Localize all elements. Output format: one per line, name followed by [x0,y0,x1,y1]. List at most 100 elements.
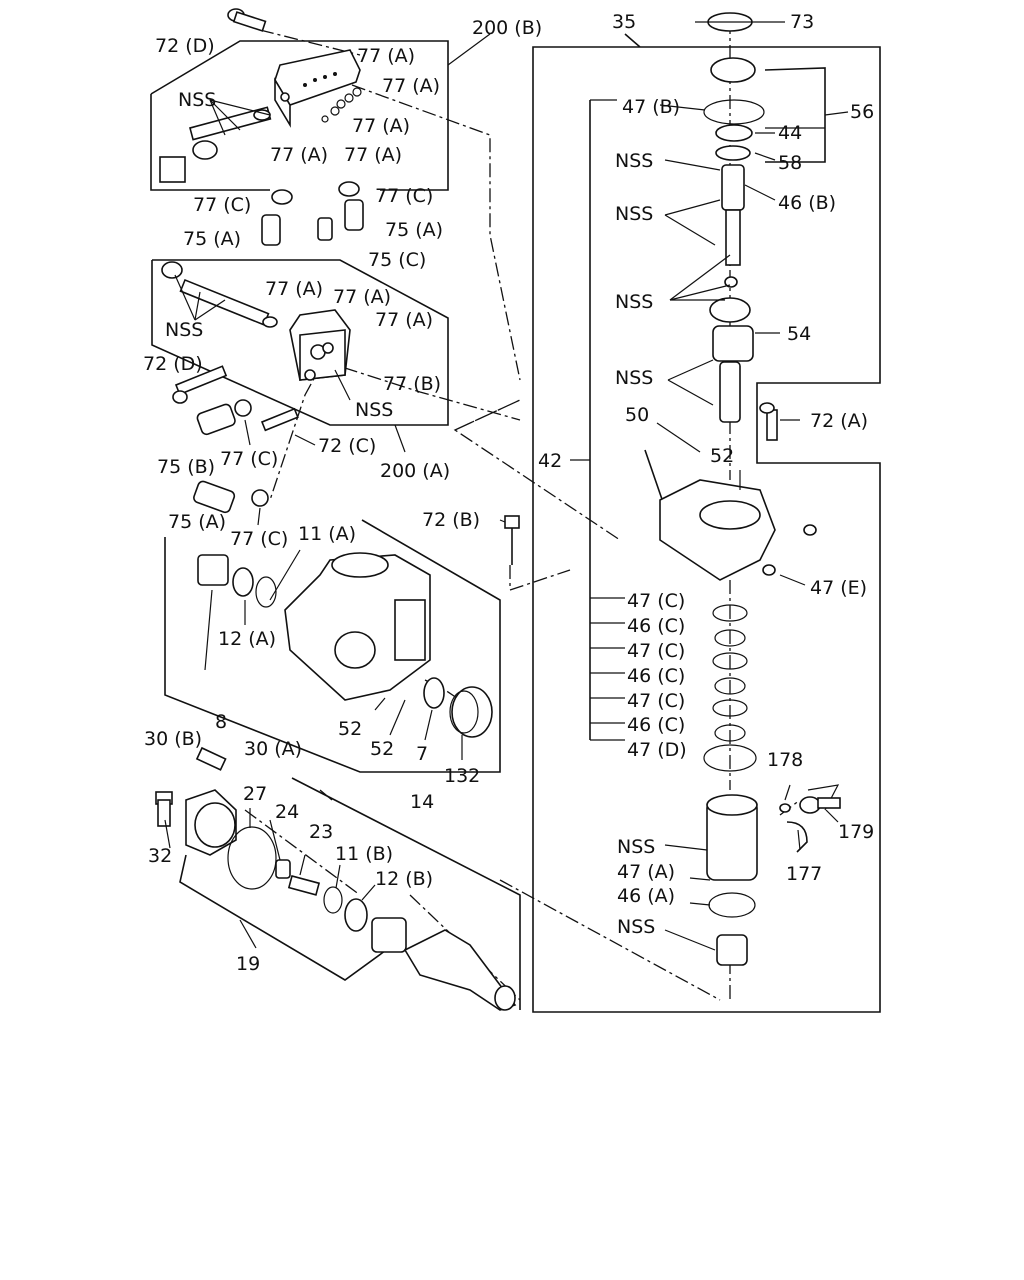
label-52-b: 52 [370,738,394,760]
label-56: 56 [850,101,874,123]
label-42: 42 [538,450,562,472]
label-46c-3: 46 (C) [627,714,685,736]
housing-50 [659,402,817,581]
label-54: 54 [787,323,811,345]
label-47a: 47 (A) [617,861,675,883]
fittings-75-lower [193,399,269,514]
housing-main [284,552,431,701]
label-77c-1: 77 (C) [193,194,251,216]
spool-lower [161,261,278,328]
label-77a-4: 77 (A) [270,144,328,166]
sector-shaft-14 [403,929,517,1011]
label-8: 8 [215,711,227,733]
label-52-top: 52 [710,445,734,467]
label-nss-bottom: NSS [617,916,655,938]
label-77a-8: 77 (A) [375,309,433,331]
label-47c-3: 47 (C) [627,690,685,712]
label-52-a: 52 [338,718,362,740]
label-nss-r1: NSS [615,203,653,225]
bolt-72b [504,515,520,565]
cover-19-and-adjusters [155,746,407,953]
label-47c-2: 47 (C) [627,640,685,662]
label-32: 32 [148,845,172,867]
label-75a-3: 75 (A) [168,511,226,533]
label-35: 35 [612,11,636,33]
label-200b: 200 (B) [472,17,542,39]
leader-lines [164,21,806,951]
valve-block-upper [274,49,361,128]
label-nss-block: NSS [355,399,393,421]
label-46c-2: 46 (C) [627,665,685,687]
label-44: 44 [778,122,802,144]
group-frame-35 [532,33,881,1013]
label-77a-2: 77 (A) [382,75,440,97]
fittings-75 [261,199,364,246]
label-nss-r2: NSS [615,291,653,313]
centerlines [244,20,801,1001]
label-200a: 200 (A) [380,460,450,482]
seal-7-and-132 [423,677,493,738]
label-73: 73 [790,11,814,33]
label-177: 177 [786,863,822,885]
label-19: 19 [236,953,260,975]
group-frame-19 [179,854,401,981]
label-nss-lower: NSS [617,836,655,858]
label-27: 27 [243,783,267,805]
label-50: 50 [625,404,649,426]
label-75a-2: 75 (A) [385,219,443,241]
label-7: 7 [416,743,428,765]
label-72d-mid: 72 (D) [143,353,203,375]
piston-lower [706,794,841,966]
label-nss-58: NSS [615,150,653,172]
label-72a: 72 (A) [810,410,868,432]
label-30a: 30 (A) [244,738,302,760]
rings-77c-upper [271,181,360,205]
label-178: 178 [767,749,803,771]
label-47c-1: 47 (C) [627,590,685,612]
label-11b: 11 (B) [335,843,393,865]
label-12a: 12 (A) [218,628,276,650]
label-72b: 72 (B) [422,509,480,531]
label-75b: 75 (B) [157,456,215,478]
label-24: 24 [275,801,299,823]
group-frame-200A [151,259,449,453]
bolts-72-lower [172,365,299,432]
label-11a: 11 (A) [298,523,356,545]
label-47e: 47 (E) [810,577,867,599]
label-77a-3: 77 (A) [352,115,410,137]
label-75c: 75 (C) [368,249,426,271]
group-frame-200B [150,33,491,191]
label-nss-top: NSS [178,89,216,111]
group-frame-42 [570,99,625,741]
label-nss-r3: NSS [615,367,653,389]
label-77a-7: 77 (A) [333,286,391,308]
label-58: 58 [778,152,802,174]
o-rings-77a-upper [321,87,362,123]
bolt-72d-top [227,8,267,32]
label-75a-1: 75 (A) [183,228,241,250]
label-23: 23 [309,821,333,843]
group-frame-8 [164,519,501,773]
label-77b: 77 (B) [383,373,441,395]
label-47d: 47 (D) [627,739,687,761]
label-46a: 46 (A) [617,885,675,907]
spool-upper [159,106,272,183]
label-46c-1: 46 (C) [627,615,685,637]
label-77a-5: 77 (A) [344,144,402,166]
label-47b: 47 (B) [622,96,680,118]
label-12b: 12 (B) [375,868,433,890]
label-77a-1: 77 (A) [357,45,415,67]
label-179: 179 [838,821,874,843]
label-72d-top: 72 (D) [155,35,215,57]
label-77c-4: 77 (C) [230,528,288,550]
ring-stack-47-46 [703,604,757,772]
label-77a-6: 77 (A) [265,278,323,300]
label-77c-2: 77 (C) [375,185,433,207]
labels: 72 (D) 200 (B) 35 73 NSS 77 (A) 77 (A) 7… [143,11,874,975]
bearing-8-and-ring-12a [197,554,277,608]
label-72c: 72 (C) [318,435,376,457]
group-frame-56 [764,67,849,163]
valve-block-lower [289,309,351,381]
label-77c-3: 77 (C) [220,448,278,470]
